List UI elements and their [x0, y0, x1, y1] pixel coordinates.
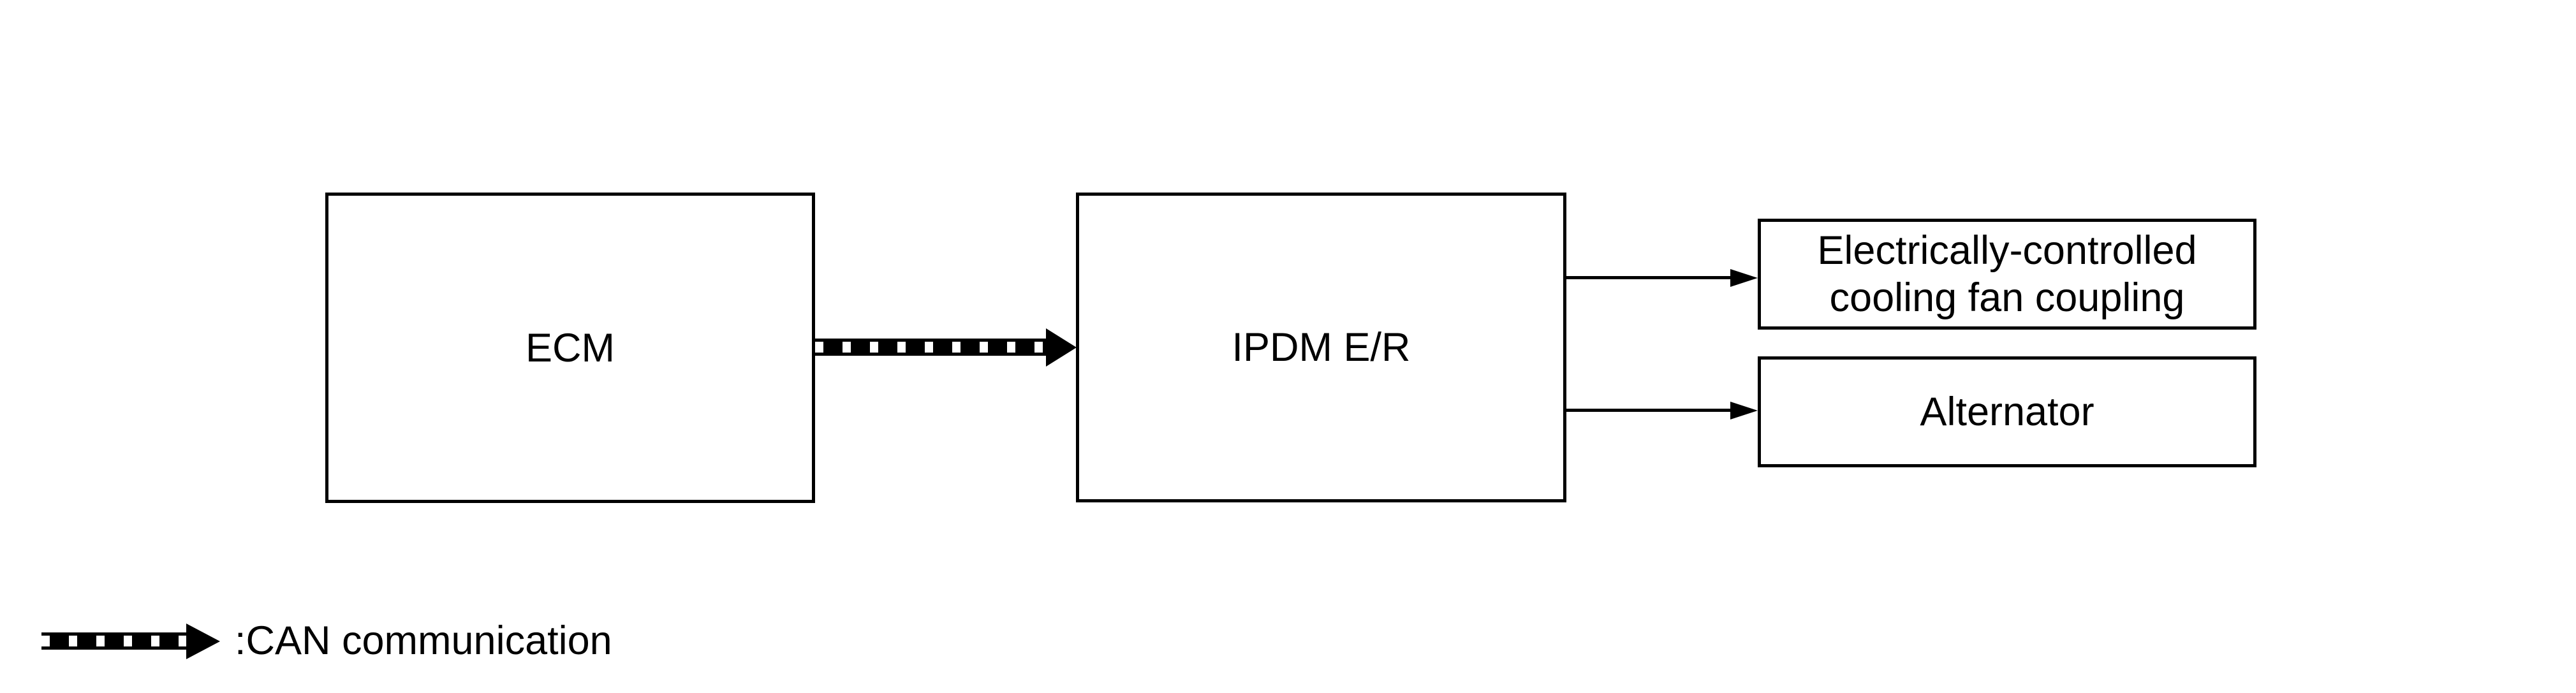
ipdm-er-node-label: IPDM E/R	[1232, 325, 1411, 370]
cooling-fan-coupling-node: Electrically-controlled cooling fan coup…	[1758, 219, 2256, 330]
ipdm-to-alternator-arrowhead-icon	[1730, 402, 1758, 419]
ipdm-to-fan-arrow-line	[1566, 276, 1732, 279]
alternator-node-label: Alternator	[1920, 390, 2094, 434]
can-arrowhead-icon	[1046, 328, 1077, 367]
legend-can-arrowhead-icon	[186, 624, 220, 659]
ipdm-er-node: IPDM E/R	[1076, 193, 1566, 502]
ipdm-to-fan-arrowhead-icon	[1730, 269, 1758, 287]
legend-can-arrow-band	[41, 632, 186, 650]
ipdm-to-alternator-arrow-line	[1566, 409, 1732, 412]
ecm-node: ECM	[325, 193, 815, 503]
legend-label: :CAN communication	[235, 618, 612, 663]
can-arrow-band	[815, 339, 1046, 356]
ecm-node-label: ECM	[526, 325, 615, 370]
cooling-fan-coupling-node-label: Electrically-controlled cooling fan coup…	[1817, 228, 2197, 320]
alternator-node: Alternator	[1758, 356, 2256, 467]
